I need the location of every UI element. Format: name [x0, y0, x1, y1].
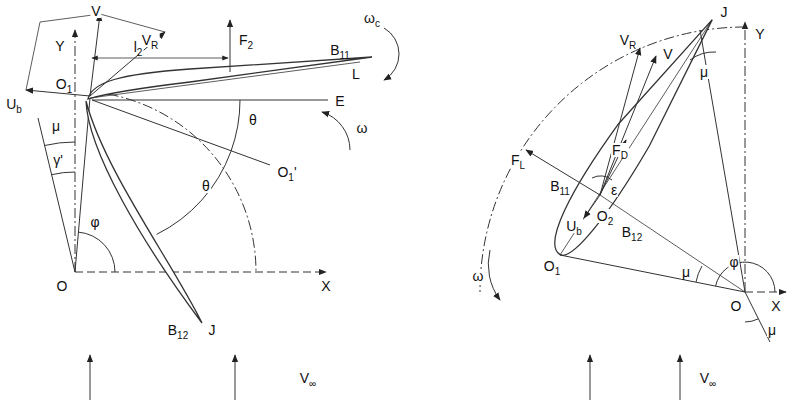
angle-line — [38, 118, 75, 272]
symbol-label: B11 — [329, 43, 351, 57]
symbol-label: B12 — [167, 323, 189, 337]
symbol-label: J — [208, 323, 217, 337]
symbol-label: φ — [728, 255, 739, 269]
y-axis — [75, 30, 76, 272]
y-axis — [745, 22, 746, 292]
phi-arc — [716, 262, 775, 292]
symbol-label: VR — [141, 33, 160, 47]
x-axis — [75, 272, 326, 273]
symbol-label: θ — [248, 113, 258, 127]
velocity-arrow — [600, 48, 640, 195]
symbol-label: J — [720, 5, 729, 19]
mu-arc — [690, 52, 716, 60]
symbol-label: μ — [767, 323, 777, 337]
symbol-label: ε — [610, 183, 618, 197]
symbol-label: O2 — [596, 209, 614, 223]
symbol-label: L — [351, 67, 361, 81]
symbol-label: FD — [611, 143, 629, 157]
dimension-line — [92, 58, 228, 59]
force-arrow — [230, 20, 231, 72]
mu-arc — [745, 319, 758, 322]
symbol-label: Y — [54, 39, 65, 53]
symbol-label: X — [320, 279, 331, 293]
rotation-arrow — [384, 28, 399, 80]
reference-line — [92, 100, 328, 101]
rotation-arrow — [488, 250, 500, 300]
symbol-label: ω — [356, 121, 369, 135]
epsilon-arc — [592, 176, 612, 180]
blade-section — [540, 7, 726, 264]
wind-arrow — [235, 355, 236, 400]
chord-line — [90, 62, 360, 98]
velocity-arrow — [90, 32, 165, 96]
symbol-label: V — [90, 4, 101, 18]
radius-line — [600, 195, 745, 292]
symbol-label: O1 — [543, 259, 561, 273]
mu-arc — [45, 142, 75, 146]
radius-line — [75, 98, 90, 272]
triangle-line — [26, 22, 40, 90]
symbol-label: V∞ — [299, 371, 317, 385]
symbol-label: O — [730, 299, 743, 313]
symbol-label: B11 — [549, 179, 571, 193]
symbol-label: γ' — [52, 153, 64, 167]
symbol-label: θ — [201, 179, 211, 193]
mu-arc — [696, 266, 702, 282]
velocity-arrow — [600, 56, 656, 195]
symbol-label: μ — [681, 265, 691, 279]
symbol-label: μ — [699, 65, 709, 79]
symbol-label: F2 — [238, 33, 254, 47]
symbol-label: Ub — [5, 97, 23, 111]
phi-arc — [78, 232, 115, 272]
symbol-label: V — [662, 47, 673, 61]
symbol-label: φ — [89, 215, 100, 229]
x-axis — [745, 292, 786, 293]
wind-arrow — [590, 355, 591, 400]
radius-line — [700, 30, 745, 292]
symbol-label: O — [56, 279, 69, 293]
reference-line — [92, 100, 270, 165]
symbol-label: O1' — [276, 165, 297, 179]
symbol-label: E — [334, 94, 345, 108]
symbol-label: ω — [472, 269, 485, 283]
symbol-label: B12 — [621, 225, 643, 239]
symbol-label: V∞ — [699, 371, 717, 385]
symbol-label: Ub — [565, 219, 583, 233]
symbol-label: VR — [619, 33, 638, 47]
wind-arrow — [90, 355, 91, 400]
triangle-line — [100, 14, 165, 32]
symbol-label: X — [770, 299, 781, 313]
rotation-arrow — [322, 112, 350, 150]
wind-arrow — [680, 355, 681, 400]
symbol-label: Y — [754, 27, 765, 41]
symbol-label: μ — [51, 119, 61, 133]
gamma-arc — [52, 172, 75, 175]
chord-line — [560, 20, 712, 255]
symbol-label: FL — [510, 153, 526, 167]
theta-arc — [231, 100, 240, 152]
symbol-label: O1 — [55, 77, 73, 91]
theta-arc — [157, 152, 231, 235]
symbol-label: ωc — [363, 11, 381, 25]
velocity-arrow — [90, 14, 100, 96]
